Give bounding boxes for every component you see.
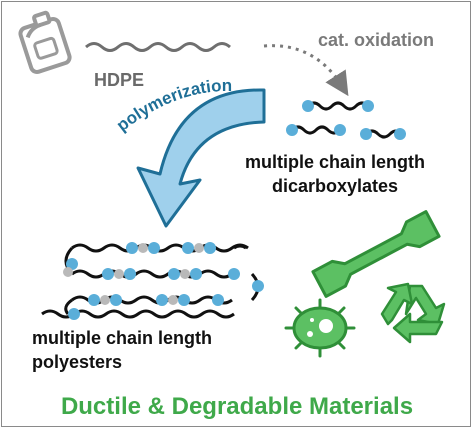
polymerization-arrow xyxy=(136,88,266,228)
dicarboxylate-chains xyxy=(286,100,406,140)
polyester-chains xyxy=(41,242,264,320)
oxidation-arrow xyxy=(263,44,349,97)
source-label: HDPE xyxy=(94,70,144,90)
plastic-bottle-icon xyxy=(18,10,72,74)
oxidation-label: cat. oxidation xyxy=(318,30,434,50)
diagram-canvas: HDPE cat. oxidation multiple chain lengt… xyxy=(18,10,446,420)
microbe-icon xyxy=(284,298,356,358)
polyesters-label-line1: multiple chain length xyxy=(32,328,212,348)
polyesters-label-line2: polyesters xyxy=(32,352,122,372)
dicarboxylates-label-line2: dicarboxylates xyxy=(272,176,398,196)
dogbone-specimen-icon xyxy=(311,210,441,298)
recycle-icon xyxy=(380,282,446,344)
hdpe-chain xyxy=(85,42,231,52)
footer-title: Ductile & Degradable Materials xyxy=(61,393,413,420)
dicarboxylates-label-line1: multiple chain length xyxy=(245,152,425,172)
